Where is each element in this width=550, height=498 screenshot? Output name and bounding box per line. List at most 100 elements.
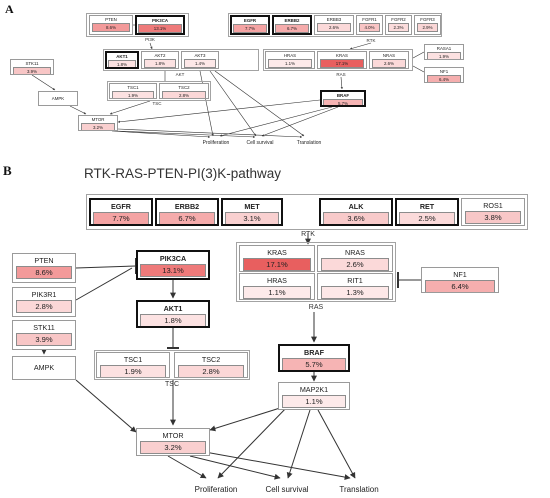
a-braf-name: BRAF: [336, 93, 350, 98]
a-gene-ampk: AMPK: [38, 91, 78, 106]
a-edge-ampk-mtor: [69, 105, 87, 115]
b-erbb2-value: 6.7%: [159, 212, 215, 224]
b-kras-name: KRAS: [267, 248, 287, 257]
a-edge-nf1-ras: [412, 65, 425, 73]
b-met-value: 3.1%: [225, 212, 279, 224]
a-egfr-name: EGFR: [243, 18, 257, 23]
a-edge-mtor-prolif: [111, 130, 211, 139]
b-kras-value: 17.1%: [243, 258, 311, 271]
panel-b-letter: B: [3, 163, 12, 178]
a-erbb2-value: 6.7%: [275, 24, 309, 33]
b-pik3r1-name: PIK3R1: [31, 290, 57, 299]
b-output-translation: Translation: [339, 485, 379, 494]
a-pten-name: PTEN: [105, 17, 117, 22]
b-ras-group: [236, 242, 396, 302]
b-pten-name: PTEN: [34, 256, 54, 265]
a-fgfr3-value: 2.9%: [417, 23, 438, 32]
a-erbb3-value: 2.6%: [317, 23, 351, 32]
a-akt3-value: 1.4%: [184, 59, 216, 68]
a-fgfr3-name: FGFR3: [420, 17, 435, 22]
b-akt1-name: AKT1: [163, 304, 183, 313]
a-pik3ca-name: PIK3CA: [151, 18, 169, 23]
a-edge-mtor-translation: [117, 128, 303, 139]
a-pik3ca-value: 13.1%: [138, 24, 182, 33]
b-edge-pik3r1-pik3ca: [75, 267, 133, 301]
a-edge-braf-survival: [261, 106, 339, 137]
b-hras-name: HRAS: [267, 276, 287, 285]
b-ras-label: RAS: [308, 304, 324, 311]
a-egfr-value: 7.7%: [233, 24, 267, 33]
a-kras-value: 17.1%: [320, 59, 364, 68]
a-output-proliferation: Proliferation: [202, 140, 230, 146]
a-tsc2-name: TSC2: [178, 85, 190, 90]
a-edge-braf-prolif: [219, 106, 333, 137]
a-edge-stk11-ampk: [31, 74, 56, 91]
pathway-title: RTK-RAS-PTEN-PI(3)K-pathway: [84, 166, 282, 181]
panel-a-letter: A: [5, 2, 14, 16]
b-ret-value: 2.5%: [399, 212, 455, 224]
a-akt3-name: AKT3: [194, 53, 206, 58]
b-mtor-value: 3.2%: [140, 441, 206, 454]
a-tsc-group: [107, 81, 211, 101]
a-ampk-name: AMPK: [51, 96, 65, 101]
b-pik3ca-value: 13.1%: [140, 264, 206, 277]
a-hras-name: HRAS: [283, 53, 297, 58]
a-nf1-name: NF1: [439, 69, 449, 74]
a-fgfr2-value: 2.3%: [388, 23, 409, 32]
a-pi3k-group: [86, 13, 189, 37]
b-gene-ampk: AMPK: [12, 356, 76, 380]
b-hras-value: 1.1%: [243, 286, 311, 299]
b-ampk-name: AMPK: [33, 363, 55, 372]
b-nras-value: 2.6%: [321, 258, 389, 271]
b-nras-name: NRAS: [345, 248, 365, 257]
a-edge-rtk-ras: [349, 42, 372, 50]
b-nf1-name: NF1: [453, 270, 467, 279]
a-erbb2-name: ERBB2: [284, 18, 300, 23]
b-met-name: MET: [244, 202, 260, 211]
a-edge-tsc-mtor: [109, 100, 151, 115]
b-map2k1-name: MAP2K1: [299, 385, 329, 394]
b-tsc2-value: 2.8%: [178, 365, 244, 377]
a-ras-label: RAS: [336, 72, 346, 77]
b-edge-ampk-mtor: [75, 379, 137, 433]
a-akt-label: AKT: [175, 72, 185, 77]
b-tsc1-name: TSC1: [123, 355, 143, 364]
a-kras-name: KRAS: [336, 53, 348, 58]
b-output-proliferation: Proliferation: [194, 485, 238, 494]
a-edge-braf-mtor: [117, 99, 321, 123]
b-braf-name: BRAF: [304, 348, 324, 357]
b-mtor-name: MTOR: [162, 431, 184, 440]
b-edge-pten-pik3ca: [75, 265, 137, 269]
b-output-cell-survival: Cell survival: [265, 485, 309, 494]
a-akt2-name: AKT2: [154, 53, 166, 58]
b-edge-map2k1-survival: [286, 409, 311, 479]
b-ret-name: RET: [419, 202, 435, 211]
b-rit1-value: 1.3%: [321, 286, 389, 299]
a-akt1-name: AKT1: [116, 54, 128, 59]
b-alk-name: ALK: [348, 202, 364, 211]
a-akt1-value: 1.8%: [108, 60, 136, 67]
